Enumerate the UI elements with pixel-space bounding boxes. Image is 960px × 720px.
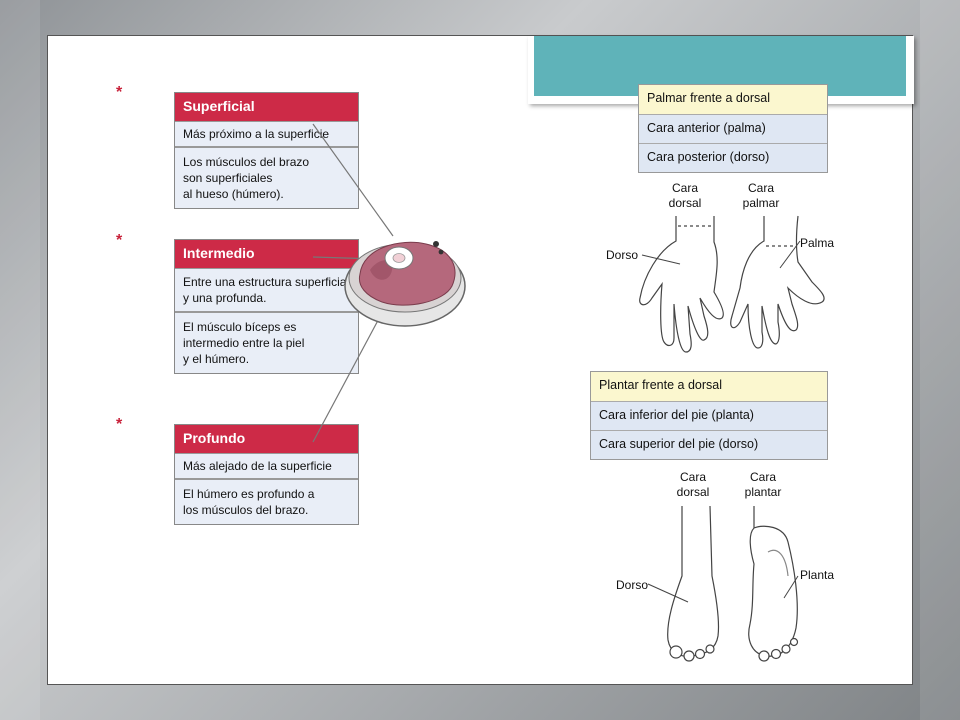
box-definition: Más próximo a la superficie <box>175 121 358 146</box>
table-header: Plantar frente a dorsal <box>591 372 827 401</box>
box-example: Los músculos del brazo son superficiales… <box>175 146 358 208</box>
box-title: Superficial <box>175 93 358 121</box>
table-row: Cara inferior del pie (planta) <box>591 401 827 430</box>
example-line: al hueso (húmero). <box>183 187 284 201</box>
example-line: son superficiales <box>183 171 273 185</box>
background-stripe <box>920 0 960 720</box>
title-placeholder[interactable] <box>528 36 914 104</box>
box-title: Profundo <box>175 425 358 453</box>
example-line: los músculos del brazo. <box>183 503 309 517</box>
plantar-foot-icon <box>748 506 799 662</box>
hands-illustration <box>639 215 825 353</box>
example-line: El húmero es profundo a <box>183 487 315 501</box>
box-example: El músculo bíceps es intermedio entre la… <box>175 311 358 373</box>
table-row: Cara posterior (dorso) <box>639 143 827 172</box>
foot-table: Plantar frente a dorsal Cara inferior de… <box>590 371 828 460</box>
background-stripe <box>0 0 40 720</box>
table-row: Cara anterior (palma) <box>639 114 827 143</box>
table-row: Cara superior del pie (dorso) <box>591 430 827 459</box>
feet-illustration <box>647 505 799 662</box>
example-line: El músculo bíceps es <box>183 320 297 334</box>
example-line: intermedio entre la piel <box>183 336 305 350</box>
cross-section-diagram <box>312 123 466 443</box>
asterisk-marker: * <box>116 84 123 101</box>
example-line: y el húmero. <box>183 352 250 366</box>
box-definition: Entre una estructura superficial y una p… <box>175 268 358 311</box>
superficial-box: Superficial Más próximo a la superficie … <box>174 92 359 209</box>
dorsal-hand-icon <box>639 216 724 353</box>
dorsal-foot-icon <box>667 505 720 662</box>
foot-dorso-label: Dorso <box>616 578 649 592</box>
palmar-hand-icon <box>730 215 825 349</box>
connector-line <box>312 123 394 237</box>
asterisk-marker: * <box>116 232 123 249</box>
example-line: Los músculos del brazo <box>183 155 310 169</box>
hand-table: Palmar frente a dorsal Cara anterior (pa… <box>638 84 828 173</box>
box-example: El húmero es profundo a los músculos del… <box>175 478 358 524</box>
arm-cross-section-icon <box>344 241 466 327</box>
dorso-label: Dorso <box>606 248 639 262</box>
profundo-box: Profundo Más alejado de la superficie El… <box>174 424 359 525</box>
slide-canvas: * Superficial Más próximo a la superfici… <box>47 35 914 685</box>
box-title: Intermedio <box>175 240 358 268</box>
palma-label: Palma <box>800 236 835 250</box>
table-header: Palmar frente a dorsal <box>639 85 827 114</box>
planta-label: Planta <box>800 568 835 582</box>
asterisk-marker: * <box>116 416 123 433</box>
box-definition: Más alejado de la superficie <box>175 453 358 478</box>
intermedio-box: Intermedio Entre una estructura superfic… <box>174 239 359 374</box>
